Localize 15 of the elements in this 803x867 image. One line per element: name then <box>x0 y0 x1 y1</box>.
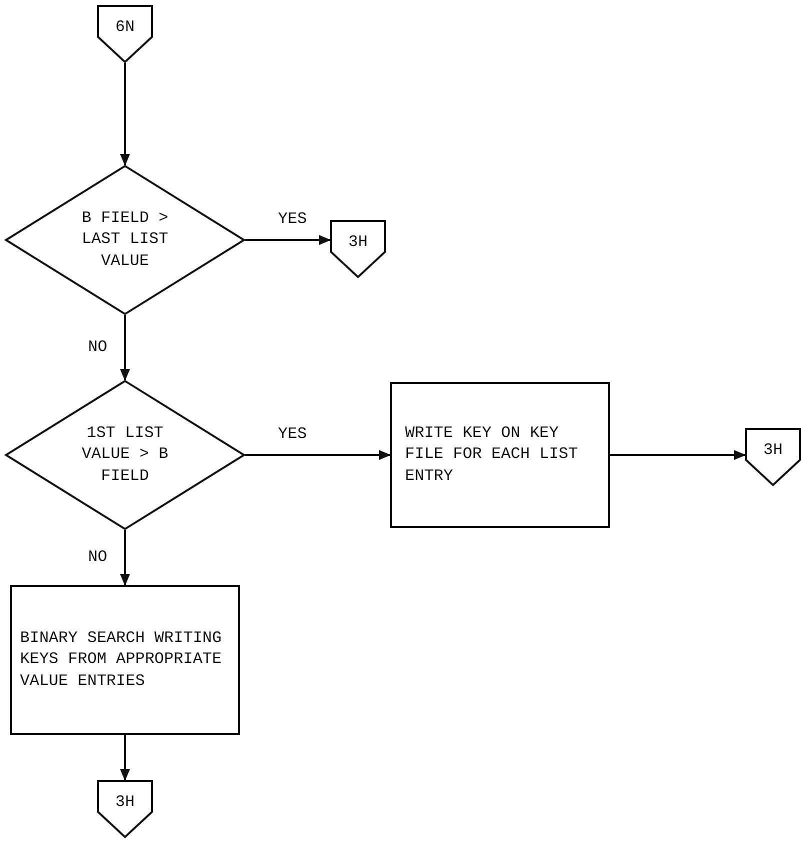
connector-label: 6N <box>115 17 135 38</box>
arrow <box>120 530 130 586</box>
decision-text: B FIELD > LAST LIST VALUE <box>80 208 170 272</box>
connector-label: 3H <box>763 440 783 462</box>
process-text: BINARY SEARCH WRITING KEYS FROM APPROPRIATE VALUE ENTRIES <box>20 628 223 692</box>
connector-label: 3H <box>115 792 135 814</box>
arrow <box>610 450 746 460</box>
process-text: WRITE KEY ON KEY FILE FOR EACH LIST ENTRY <box>405 422 579 487</box>
decision-text: 1ST LIST VALUE > B FIELD <box>80 422 170 487</box>
arrow <box>120 735 130 781</box>
arrow <box>245 450 391 460</box>
connector-label: 3H <box>348 232 368 254</box>
arrow <box>120 315 130 381</box>
arrow <box>120 63 130 166</box>
arrow <box>245 235 331 245</box>
